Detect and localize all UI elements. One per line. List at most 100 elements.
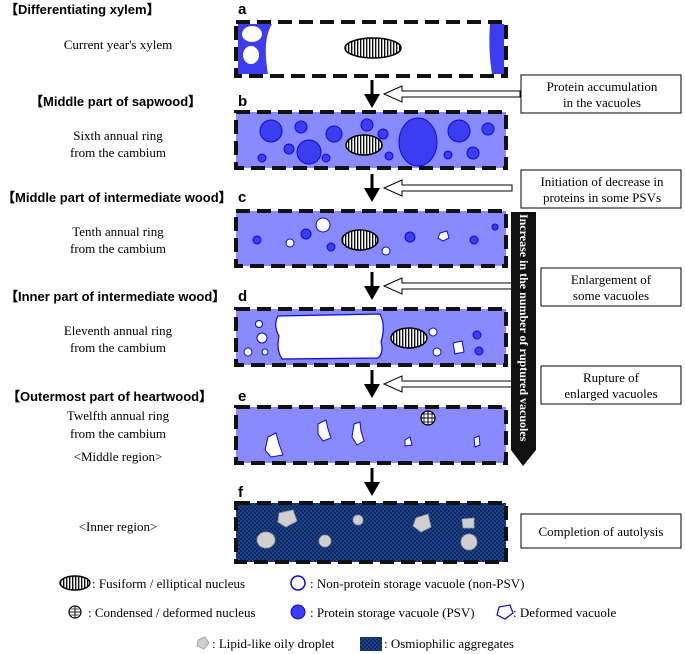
event-box-2: Initiation of decrease in proteins in so… (520, 169, 682, 209)
svg-text:some vacuoles: some vacuoles (573, 288, 649, 303)
event-box-5: Completion of autolysis (520, 513, 682, 549)
stage-f-letter: f (238, 484, 244, 501)
svg-text:enlarged vacuoles: enlarged vacuoles (564, 386, 657, 401)
stage-b-header: 【Middle part of sapwood】 (30, 94, 201, 109)
svg-text:Enlargement of: Enlargement of (571, 272, 652, 287)
stage-e-text: 【Outermost part of heartwood】 e Twelfth … (7, 388, 246, 464)
cell-a-right-protein (489, 24, 504, 74)
stage-a-header: 【Differentiating xylem】 (5, 2, 160, 17)
non-psv-group (285, 217, 450, 256)
enlarged-vacuole (275, 313, 384, 360)
stage-c-header: 【Middle part of intermediate wood】 (2, 190, 232, 205)
psv-group (257, 117, 495, 167)
stage-b-letter: b (238, 93, 247, 110)
left-arrow-icon (382, 179, 513, 197)
left-arrow-icon (382, 85, 521, 103)
svg-text:proteins in some PSVs: proteins in some PSVs (543, 190, 661, 205)
svg-text:Rupture of: Rupture of (583, 370, 640, 385)
event-box-4: Rupture of enlarged vacuoles (540, 365, 682, 405)
stage-c-desc-2: from the cambium (70, 241, 166, 256)
svg-text:Protein accumulation: Protein accumulation (547, 79, 658, 94)
stage-f-desc: <Inner region> (79, 519, 158, 534)
cell-e (234, 405, 508, 465)
down-arrow-icon (364, 468, 380, 496)
ruptured-vacuole-trend-bar: Increase in the number of ruptured vacuo… (511, 212, 536, 466)
svg-text:: Protein storage vacuole (PSV: : Protein storage vacuole (PSV) (310, 605, 475, 620)
event-arrows (382, 85, 521, 393)
cell-d (234, 307, 508, 367)
lipid-droplet-group (256, 509, 478, 551)
down-arrow-icon (364, 370, 380, 398)
svg-text:Completion of autolysis: Completion of autolysis (539, 524, 664, 539)
legend-psv: : Protein storage vacuole (PSV) (290, 604, 475, 620)
psv-group (472, 330, 484, 356)
non-psv-group (243, 320, 465, 357)
stage-d-desc-1: Eleventh annual ring (64, 323, 173, 338)
fusiform-nucleus-icon (341, 229, 379, 251)
svg-text:: Osmiophilic aggregates: : Osmiophilic aggregates (384, 636, 514, 651)
stage-e-desc-3: <Middle region> (74, 449, 163, 464)
osmiophilic-aggregate-icon (360, 637, 382, 651)
stage-b-desc-2: from the cambium (70, 145, 166, 160)
non-psv-icon (243, 46, 259, 64)
non-psv-icon (242, 26, 262, 42)
svg-text:Initiation of decrease in: Initiation of decrease in (540, 174, 664, 189)
stage-e-letter: e (238, 388, 246, 405)
svg-text:: Deformed vacuole: : Deformed vacuole (513, 605, 616, 620)
legend-deformed: : Deformed vacuole (496, 604, 616, 620)
stage-d-header: 【Inner part of intermediate wood】 (5, 289, 225, 304)
non-psv-icon (290, 575, 306, 591)
legend-aggregates: : Osmiophilic aggregates (360, 636, 514, 651)
svg-text:: Condensed / deformed nucleus: : Condensed / deformed nucleus (88, 605, 256, 620)
stage-e-header: 【Outermost part of heartwood】 (7, 389, 212, 404)
stage-c-letter: c (238, 189, 246, 206)
psv-icon (290, 604, 306, 620)
condensed-nucleus-icon (420, 410, 436, 426)
stage-b-desc-1: Sixth annual ring (73, 128, 163, 143)
fusiform-nucleus-icon (344, 37, 402, 59)
down-arrow-icon (364, 174, 380, 202)
svg-text:: Lipid-like oily droplet: : Lipid-like oily droplet (212, 636, 335, 651)
legend-condensed: : Condensed / deformed nucleus (68, 605, 256, 620)
stage-a-letter: a (238, 1, 247, 18)
fusiform-nucleus-icon (59, 575, 91, 591)
down-arrow-icon (364, 80, 380, 108)
cell-c (234, 209, 508, 268)
progress-arrows (364, 80, 380, 496)
stage-f-text: f <Inner region> (79, 484, 244, 534)
left-arrow-icon (382, 375, 513, 393)
cell-b (234, 110, 508, 170)
event-box-1: Protein accumulation in the vacuoles (520, 74, 682, 114)
stage-b-text: 【Middle part of sapwood】 b Sixth annual … (30, 93, 247, 160)
left-arrow-icon (382, 277, 513, 295)
deformed-vacuole-group (264, 419, 481, 458)
fusiform-nucleus-icon (345, 134, 383, 156)
svg-text:in the vacuoles: in the vacuoles (563, 95, 641, 110)
legend-fusiform: : Fusiform / elliptical nucleus (59, 575, 245, 591)
lipid-droplet-icon (196, 636, 210, 650)
down-arrow-icon (364, 272, 380, 300)
stage-d-desc-2: from the cambium (70, 340, 166, 355)
svg-text:: Non-protein storage vacuole: : Non-protein storage vacuole (non-PSV) (310, 576, 524, 591)
fusiform-nucleus-icon (390, 327, 428, 349)
stage-c-desc-1: Tenth annual ring (72, 224, 164, 239)
stage-e-desc-2: from the cambium (70, 426, 166, 441)
cell-a (234, 20, 508, 78)
condensed-nucleus-icon (68, 605, 82, 619)
svg-text:: Fusiform / elliptical nucleu: : Fusiform / elliptical nucleus (92, 576, 245, 591)
event-box-3: Enlargement of some vacuoles (540, 267, 682, 307)
stage-a-desc: Current year's xylem (64, 37, 172, 52)
legend: : Fusiform / elliptical nucleus : Non-pr… (59, 575, 616, 651)
trend-label: Increase in the number of ruptured vacuo… (517, 214, 531, 442)
stage-c-text: 【Middle part of intermediate wood】 c Ten… (2, 189, 246, 256)
deformed-vacuole-icon (496, 604, 514, 620)
psv-group (252, 223, 499, 252)
stage-a-text: 【Differentiating xylem】 a Current year's… (5, 1, 247, 52)
legend-lipid: : Lipid-like oily droplet (196, 636, 335, 651)
stage-d-letter: d (238, 288, 247, 305)
stage-d-text: 【Inner part of intermediate wood】 d Elev… (5, 288, 247, 355)
legend-non-psv: : Non-protein storage vacuole (non-PSV) (290, 575, 524, 591)
cell-f (234, 501, 508, 564)
stage-e-desc-1: Twelfth annual ring (67, 408, 170, 423)
